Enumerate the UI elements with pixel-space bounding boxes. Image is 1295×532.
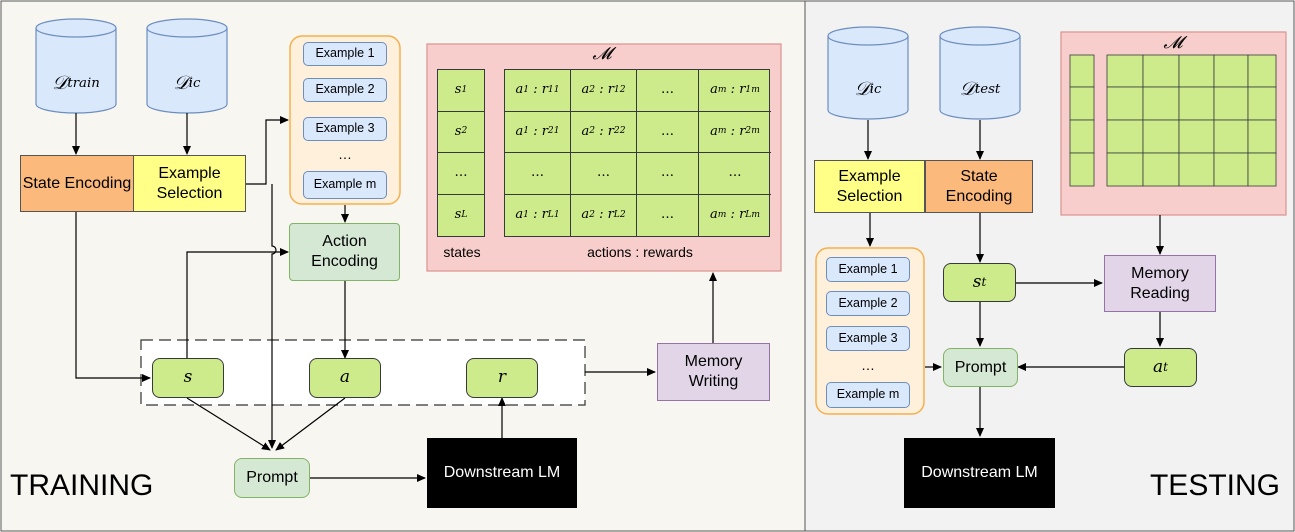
edge-s-action bbox=[186, 248, 289, 358]
testing-title: TESTING bbox=[1149, 469, 1280, 503]
state-encoding-label: State Encoding bbox=[22, 174, 132, 192]
test-memory-grid bbox=[1069, 54, 1277, 187]
a-node: a bbox=[309, 358, 381, 398]
edge-state-s bbox=[75, 212, 151, 382]
memory-writing-box: Memory Writing bbox=[657, 343, 770, 401]
example-selection-box: Example Selection bbox=[133, 155, 246, 212]
action-cell: … bbox=[637, 153, 699, 195]
edge-examples-prompt bbox=[268, 184, 277, 449]
test-example-item: Example 2 bbox=[826, 291, 910, 316]
test-example-item: Example m bbox=[826, 382, 910, 408]
test-example-item: Example 1 bbox=[826, 257, 910, 282]
example-ellipsis: … bbox=[338, 146, 352, 163]
training-title: TRAINING bbox=[10, 469, 154, 503]
db-train-cylinder bbox=[35, 18, 117, 114]
prompt-box-test: Prompt bbox=[943, 348, 1018, 387]
downstream-lm-test: Downstream LM bbox=[904, 438, 1055, 508]
example-item: Example 3 bbox=[303, 117, 387, 141]
action-cell: … bbox=[637, 70, 699, 112]
state-cell: … bbox=[438, 153, 484, 195]
edge-s-prompt bbox=[186, 397, 271, 451]
edge-selection-examples bbox=[246, 116, 289, 185]
example-item: Example m bbox=[303, 171, 387, 199]
state-encoding-box: State Encoding bbox=[20, 155, 134, 212]
test-example-ellipsis: … bbox=[861, 357, 875, 374]
states-label: states bbox=[443, 244, 481, 261]
memory-title-train: 𝓜 bbox=[592, 44, 612, 65]
test-example-selection-box: Example Selection bbox=[814, 160, 925, 213]
prompt-box-train: Prompt bbox=[234, 458, 310, 498]
action-cell: … bbox=[699, 153, 771, 195]
example-item: Example 1 bbox=[303, 42, 387, 66]
memory-reading-box: Memory Reading bbox=[1104, 255, 1216, 312]
action-cell: … bbox=[637, 111, 699, 153]
action-cell: … bbox=[571, 153, 637, 195]
db-ic-test-cylinder bbox=[827, 26, 909, 120]
test-example-item: Example 3 bbox=[826, 326, 910, 351]
test-state-encoding-box: State Encoding bbox=[925, 160, 1033, 213]
action-cell: … bbox=[505, 153, 571, 195]
r-node: r bbox=[466, 358, 538, 398]
s-node: s bbox=[152, 358, 224, 398]
example-selection-label: Example Selection bbox=[156, 164, 223, 202]
actions-rewards-label: actions : rewards bbox=[587, 244, 693, 261]
downstream-lm-train: Downstream LM bbox=[427, 438, 577, 508]
example-item: Example 2 bbox=[303, 78, 387, 102]
action-cell: … bbox=[637, 194, 699, 236]
db-test-cylinder bbox=[939, 26, 1021, 120]
action-encoding-label: Action Encoding bbox=[311, 233, 378, 270]
memory-title-test: 𝓜 bbox=[1163, 33, 1183, 54]
edge-a-prompt bbox=[275, 397, 346, 451]
action-encoding-box: Action Encoding bbox=[289, 223, 400, 281]
